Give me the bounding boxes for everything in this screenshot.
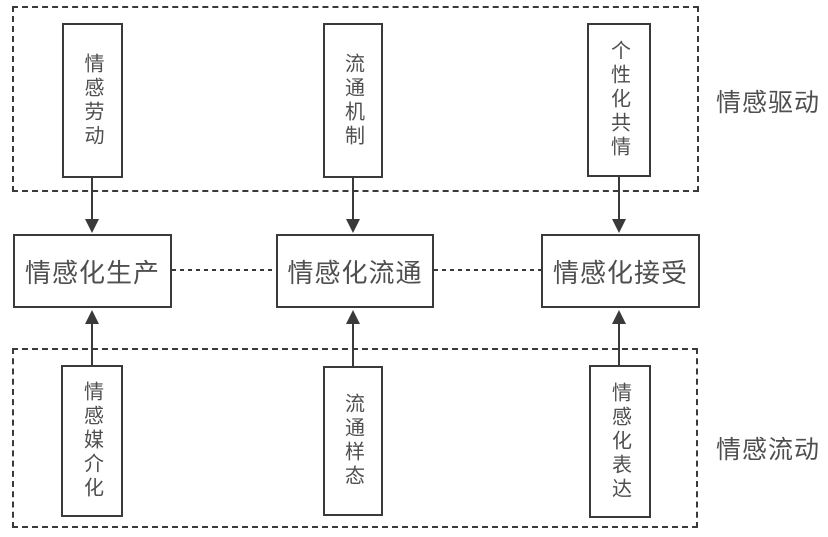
top-group-frame bbox=[12, 6, 699, 192]
box-circulation-modality: 流通样态 bbox=[323, 366, 383, 516]
box-personalized-empathy: 个性化共情 bbox=[587, 23, 651, 177]
arrow-head-down-icon bbox=[612, 219, 626, 233]
arrow-shaft bbox=[352, 322, 354, 367]
arrow-shaft bbox=[618, 177, 620, 220]
dashed-connector-right bbox=[434, 269, 541, 271]
box-emotionalized-expression: 情感化表达 bbox=[589, 365, 651, 518]
arrow-head-up-icon bbox=[612, 310, 626, 324]
arrow-shaft bbox=[352, 178, 354, 220]
arrow-head-down-icon bbox=[85, 219, 99, 233]
arrow-shaft bbox=[618, 322, 620, 366]
box-circulation-mechanism: 流通机制 bbox=[323, 23, 383, 178]
arrow-shaft bbox=[91, 178, 93, 220]
box-emotionalized-reception: 情感化接受 bbox=[541, 234, 700, 308]
box-emotionalized-production: 情感化生产 bbox=[13, 234, 172, 308]
arrow-shaft bbox=[91, 322, 93, 366]
bottom-group-frame bbox=[12, 348, 698, 528]
bottom-group-label: 情感流动 bbox=[716, 436, 821, 464]
arrow-head-down-icon bbox=[346, 219, 360, 233]
top-group-label: 情感驱动 bbox=[716, 89, 821, 117]
arrow-head-up-icon bbox=[346, 310, 360, 324]
box-emotional-labor: 情感劳动 bbox=[62, 23, 123, 178]
box-emotional-mediatization: 情感媒介化 bbox=[61, 365, 123, 517]
box-emotionalized-circulation: 情感化流通 bbox=[276, 234, 434, 308]
arrow-head-up-icon bbox=[85, 310, 99, 324]
dashed-connector-left bbox=[172, 269, 276, 271]
